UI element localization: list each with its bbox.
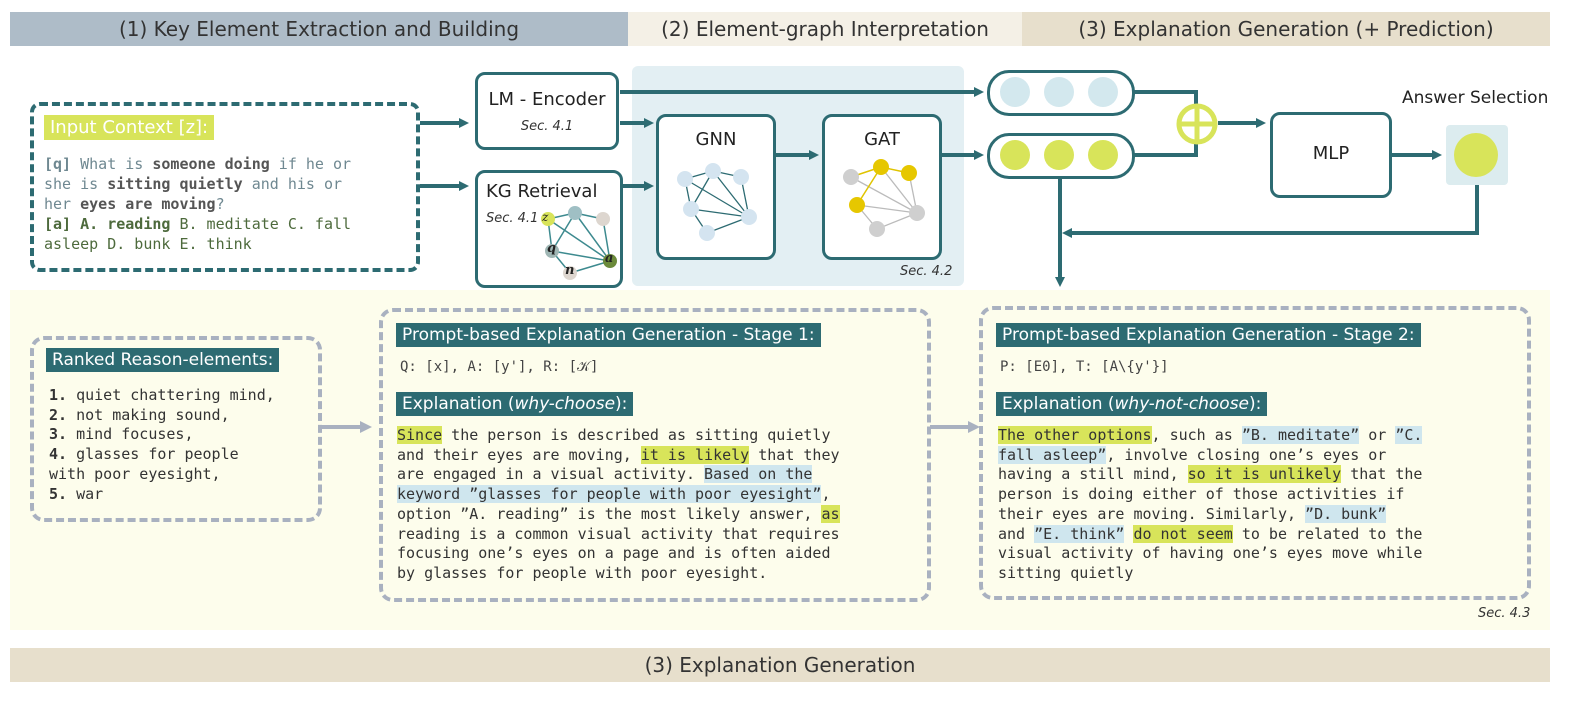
- q-tag: [q]: [44, 155, 72, 173]
- kg-retrieval-box: KG Retrieval Sec. 4.1 z q a n: [475, 170, 623, 288]
- header-bottom: (3) Explanation Generation: [10, 648, 1550, 682]
- ctx-text: her: [44, 195, 81, 213]
- kg-node-z: [541, 212, 555, 226]
- graph-embedding-pill: [987, 133, 1135, 179]
- input-context-title: Input Context [z]:: [44, 115, 215, 140]
- interp-sec-note: Sec. 4.2: [900, 264, 953, 279]
- header-stage1: (1) Key Element Extraction and Building: [10, 12, 628, 46]
- plus-circle-icon: [1176, 103, 1218, 145]
- kg-sec-note: Sec. 4.1: [486, 211, 539, 226]
- kg-label-z: z: [542, 210, 549, 224]
- stage2-explanation-text: The other options, such as ”B. meditate”…: [998, 426, 1423, 582]
- a-tag: [a]: [44, 215, 72, 233]
- kg-node-a: [603, 254, 617, 268]
- kg-node-n: [563, 266, 577, 280]
- gnn-label: GNN: [695, 129, 737, 150]
- ctx-bold: eyes are moving: [80, 195, 216, 213]
- stage2-explanation-title: Explanation (why-not-choose):: [996, 392, 1268, 416]
- list-item: with poor eyesight,: [49, 464, 221, 483]
- kg-retrieval-label: KG Retrieval: [486, 181, 598, 202]
- list-item: 3. mind focuses,: [49, 425, 194, 444]
- list-item: 5. war: [49, 484, 104, 503]
- lm-embedding-pill: [987, 70, 1135, 116]
- ctx-text: if he or: [269, 155, 352, 173]
- input-context-text: [q] What is someone doing if he or she i…: [44, 154, 351, 254]
- ranked-list: 1. quiet chattering mind, 2. not making …: [49, 386, 275, 504]
- answer-selection-box: [1446, 125, 1508, 185]
- ctx-text: What is: [80, 155, 153, 173]
- gat-box: GAT: [822, 114, 942, 260]
- stage2-box: [979, 306, 1531, 600]
- stage2-prompt: P: [E0], T: [A\{y'}]: [1000, 359, 1169, 375]
- ctx-bold: someone doing: [152, 155, 270, 173]
- kg-label-q: q: [547, 241, 557, 256]
- list-item: 2. not making sound,: [49, 405, 230, 424]
- lm-encoder-box: LM - Encoder Sec. 4.1: [475, 72, 619, 150]
- gnn-graph: [677, 163, 757, 241]
- kg-label-n: n: [565, 263, 575, 278]
- list-item: 1. quiet chattering mind,: [49, 386, 275, 404]
- stage1-box: [379, 308, 931, 602]
- gnn-box: GNN: [656, 114, 776, 260]
- list-item: 4. glasses for people: [49, 445, 239, 464]
- header-stage3: (3) Explanation Generation (+ Prediction…: [1022, 12, 1550, 46]
- ctx-bold: sitting quietly: [107, 175, 243, 193]
- stage1-explanation-text: Since the person is described as sitting…: [397, 426, 840, 582]
- ctx-text: ?: [215, 195, 225, 213]
- ranked-reasons-box: [30, 336, 322, 522]
- answer-bold: A. reading: [80, 215, 171, 233]
- lm-sec-note: Sec. 4.1: [520, 119, 574, 134]
- gat-graph: [843, 159, 925, 237]
- stage1-explanation-title: Explanation (why-choose):: [396, 392, 634, 416]
- lm-encoder-label: LM - Encoder: [488, 89, 606, 110]
- answer-selection-label: Answer Selection: [1402, 88, 1549, 108]
- ranked-title: Ranked Reason-elements:: [46, 348, 280, 372]
- input-context-box: [30, 102, 420, 272]
- kg-node-q: [545, 244, 559, 258]
- mlp-label: MLP: [1312, 143, 1350, 164]
- stage1-prompt: Q: [x], A: [y'], R: [𝒦]: [400, 359, 599, 375]
- ctx-text: she is: [44, 175, 108, 193]
- ctx-text: B. meditate C. fall: [170, 215, 352, 233]
- kg-label-a: a: [605, 251, 614, 266]
- stage2-sec-note: Sec. 4.3: [1478, 606, 1531, 621]
- kg-graph: [541, 206, 617, 280]
- gat-label: GAT: [864, 129, 900, 150]
- stage2-title: Prompt-based Explanation Generation - St…: [996, 323, 1421, 347]
- ctx-text: asleep D. bunk E. think: [44, 235, 252, 253]
- header-stage2: (2) Element-graph Interpretation: [628, 12, 1022, 46]
- mlp-box: MLP: [1270, 112, 1392, 198]
- ctx-text: and his or: [242, 175, 343, 193]
- stage1-title: Prompt-based Explanation Generation - St…: [396, 323, 821, 347]
